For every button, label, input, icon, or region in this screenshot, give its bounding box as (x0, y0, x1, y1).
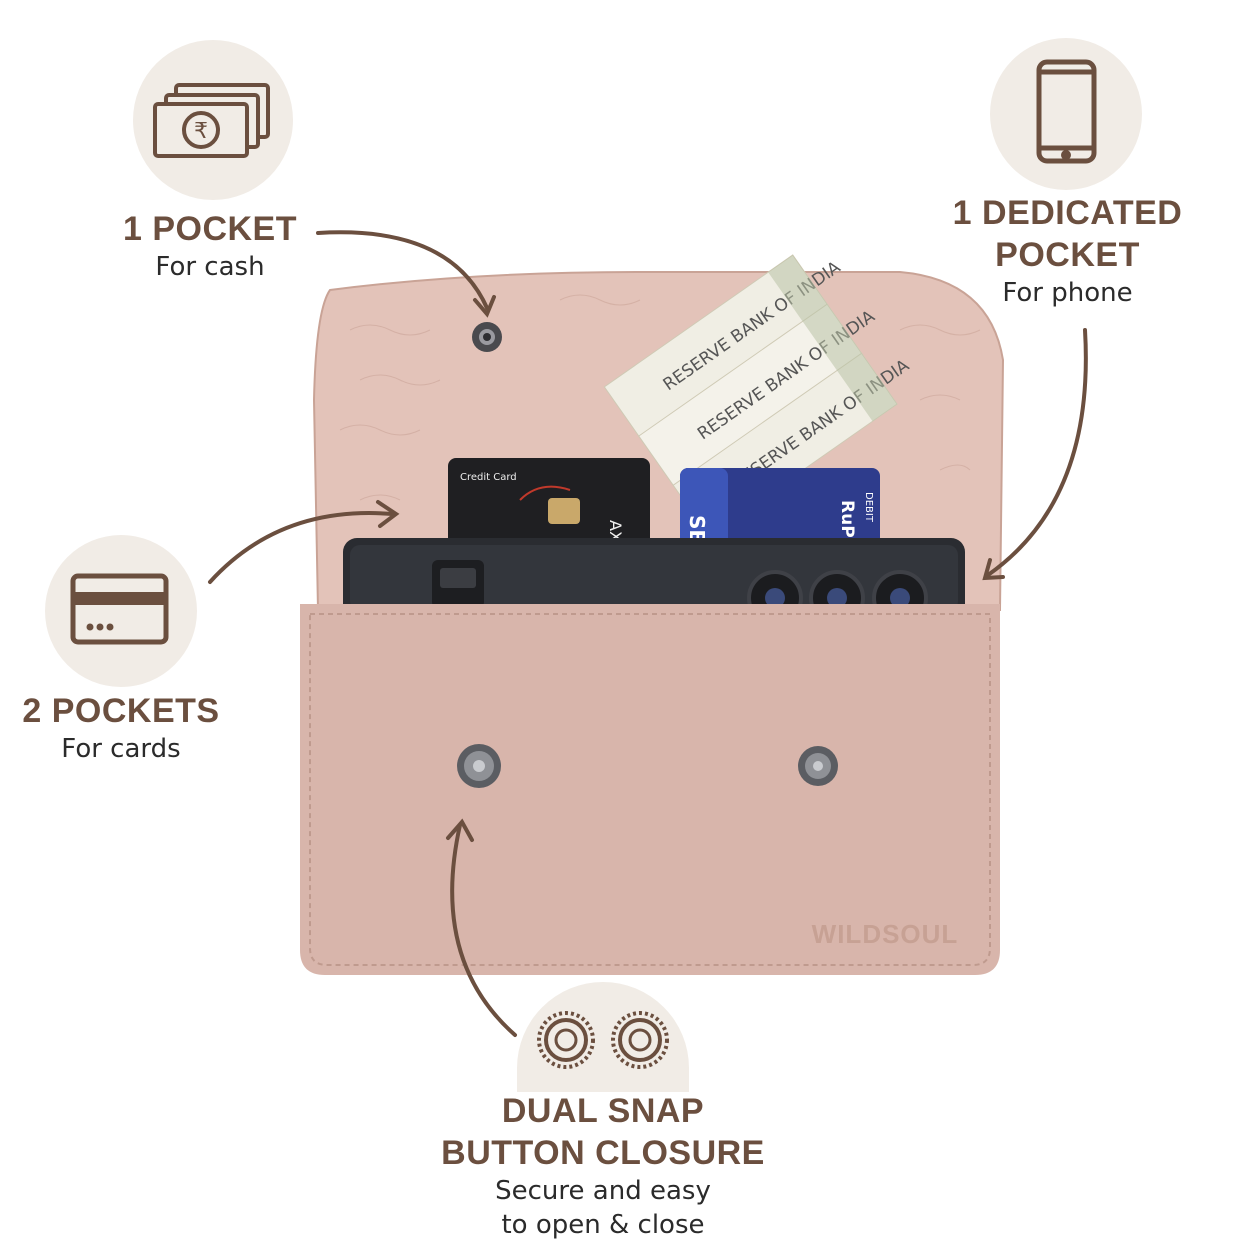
callout-arrows (208, 230, 1088, 1037)
feature-snap: DUAL SNAP BUTTON CLOSURE Secure and easy… (440, 1090, 766, 1242)
wallet-front-pocket (300, 604, 1000, 975)
phone-icon (1036, 59, 1097, 164)
feature-phone-title-2: POCKET (995, 236, 1140, 274)
arrow-phone (986, 328, 1088, 577)
feature-snap-title-2: BUTTON CLOSURE (441, 1134, 765, 1172)
feature-snap-sub-1: Secure and easy (495, 1176, 711, 1206)
front-snap-left[interactable] (457, 744, 501, 788)
card-icon-circle (45, 535, 197, 687)
feature-cards: 2 POCKETS For cards (10, 690, 232, 766)
cash-icon: ₹ (153, 83, 270, 158)
feature-cards-title: 2 POCKETS (22, 692, 220, 730)
feature-cash-title: 1 POCKET (122, 210, 298, 248)
feature-cash-sub: For cash (155, 252, 265, 282)
front-snap-right[interactable] (798, 746, 838, 786)
feature-cards-sub: For cards (61, 734, 181, 764)
arrow-cards (208, 511, 394, 584)
card-icon (70, 573, 169, 645)
svg-text:DEBIT: DEBIT (863, 492, 874, 523)
flap-snap-left[interactable] (472, 322, 502, 352)
phone (343, 538, 965, 626)
feature-phone-title-1: 1 DEDICATED (952, 194, 1183, 232)
svg-text:Credit Card: Credit Card (460, 472, 517, 483)
arrow-cash (316, 230, 489, 310)
feature-snap-title-1: DUAL SNAP (501, 1092, 705, 1130)
feature-phone: 1 DEDICATED POCKET For phone (930, 192, 1205, 310)
feature-phone-sub: For phone (1002, 278, 1133, 308)
feature-cash: 1 POCKET For cash (95, 208, 325, 284)
feature-snap-sub-2: to open & close (501, 1210, 705, 1240)
arrow-snap (450, 823, 517, 1037)
rupee-symbol: ₹ (194, 119, 208, 144)
snap-button-icon (537, 1011, 669, 1069)
brand-logo: WILDSOUL (812, 919, 959, 949)
